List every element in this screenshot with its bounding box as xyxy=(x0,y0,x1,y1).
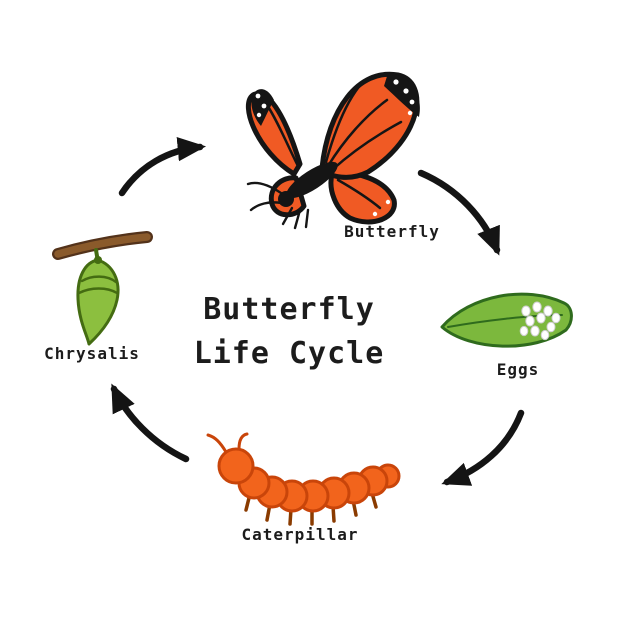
chrysalis-ridges xyxy=(77,275,119,295)
label-eggs: Eggs xyxy=(496,360,540,379)
eggs-cluster xyxy=(519,301,561,341)
eggs-illustration xyxy=(440,292,573,348)
title-line-1: Butterfly xyxy=(203,292,375,327)
chrysalis-illustration xyxy=(52,231,153,346)
label-chrysalis: Chrysalis xyxy=(44,344,140,363)
arrow-chrysalis-to-butterfly xyxy=(118,136,207,197)
diagram-title: Butterfly Life Cycle xyxy=(158,288,420,376)
butterfly-antennae-and-legs xyxy=(246,181,310,230)
butterfly-wing-veins xyxy=(265,81,403,210)
label-caterpillar: Caterpillar xyxy=(241,525,359,544)
caterpillar-body xyxy=(217,447,401,513)
chrysalis-cap xyxy=(94,256,102,264)
arrow-caterpillar-to-chrysalis xyxy=(110,383,190,463)
arrow-eggs-to-caterpillar xyxy=(441,409,525,486)
caterpillar-illustration xyxy=(206,432,401,526)
chrysalis-branch xyxy=(54,233,151,258)
butterfly-wings xyxy=(246,71,420,225)
label-butterfly: Butterfly xyxy=(344,222,440,241)
butterfly-wing-spots xyxy=(255,79,415,217)
title-line-2: Life Cycle xyxy=(193,336,385,371)
butterfly-illustration xyxy=(246,71,421,230)
eggs-leaf-vein xyxy=(447,314,563,328)
chrysalis-body xyxy=(76,258,120,346)
caterpillar-antennae xyxy=(206,432,249,454)
